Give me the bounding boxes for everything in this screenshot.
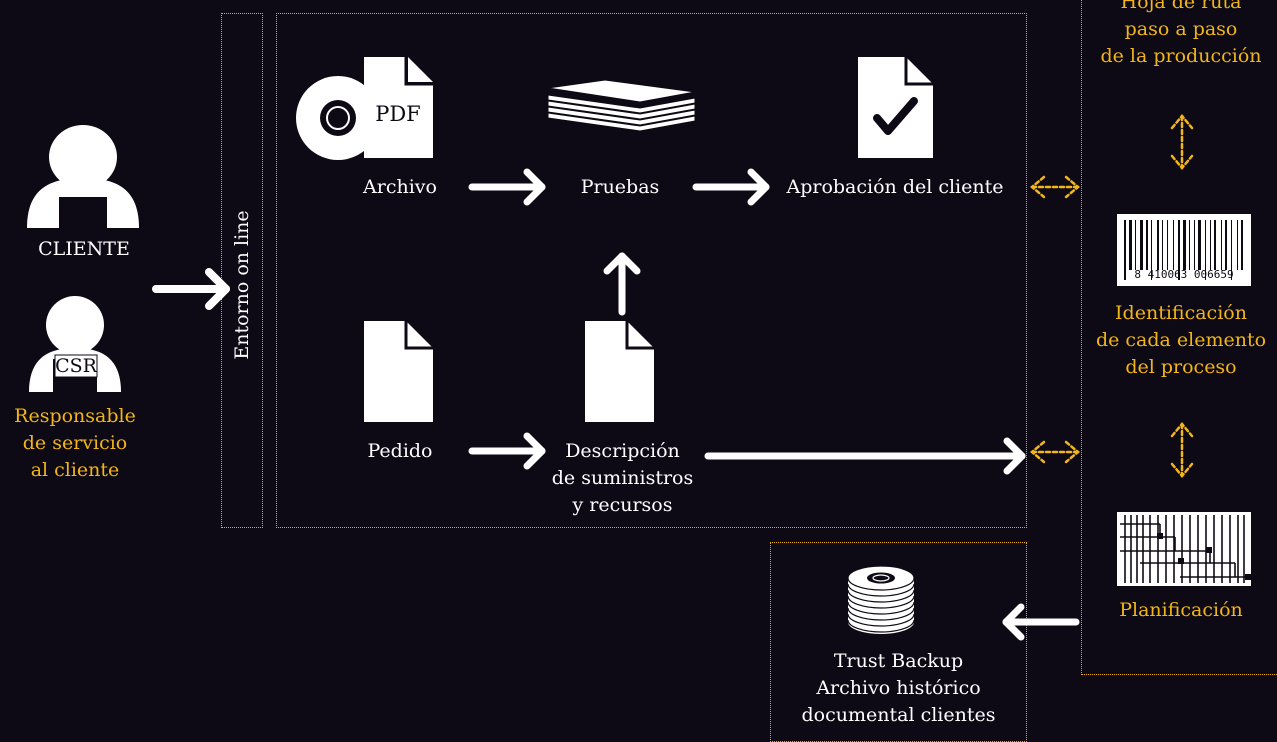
production-box (1081, 0, 1277, 675)
descripcion-document-icon (585, 321, 654, 422)
workflow-box (276, 13, 1027, 528)
arrow-pedido-to-descripcion (468, 432, 546, 470)
hoja-line-1: Hoja de ruta (1120, 0, 1242, 13)
identificacion-line-3: del proceso (1125, 356, 1237, 378)
link-description-production (1030, 440, 1080, 464)
csr-badge-label: CSR (55, 355, 97, 377)
pedido-document-icon (364, 321, 433, 422)
proofs-stack-icon (547, 79, 696, 132)
barcode-icon (1117, 214, 1251, 286)
cliente-label: CLIENTE (38, 238, 130, 260)
pruebas-label: Pruebas (580, 176, 660, 198)
pdf-text: PDF (375, 102, 421, 126)
hoja-line-2: paso a paso (1124, 18, 1238, 40)
arrow-archivo-to-pruebas (468, 168, 546, 206)
descripcion-line-1: Descripción (565, 440, 680, 462)
backup-line-1: Trust Backup (833, 650, 964, 672)
csr-description-line-1: Responsable (14, 405, 136, 427)
archivo-label: Archivo (363, 176, 437, 198)
link-approval-production (1030, 175, 1080, 199)
identificacion-line-2: de cada elemento (1095, 329, 1267, 351)
arrow-production-to-backup (1002, 603, 1080, 641)
aprobacion-label: Aprobación del cliente (786, 176, 1004, 198)
cliente-person-icon (27, 125, 139, 231)
planificacion-label: Planificación (1119, 599, 1243, 621)
link-hoja-identificacion (1170, 114, 1194, 170)
approval-document-icon (858, 57, 933, 158)
arrow-descripcion-to-pruebas (603, 252, 641, 316)
arrow-pruebas-to-aprobacion (692, 168, 770, 206)
hoja-line-3: de la producción (1100, 45, 1262, 67)
arrow-descripcion-to-production (704, 437, 1026, 475)
disc-icon (296, 76, 380, 160)
backup-line-2: Archivo histórico (816, 677, 981, 699)
backup-disc-stack-icon (847, 565, 915, 634)
online-environment-box (221, 13, 263, 528)
pedido-label: Pedido (367, 440, 433, 462)
backup-line-3: documental clientes (801, 704, 996, 726)
identificacion-line-1: Identificación (1115, 302, 1247, 324)
csr-description-line-2: de servicio (22, 432, 128, 454)
arrow-client-to-online (152, 268, 230, 310)
csr-badge-box (54, 354, 98, 378)
descripcion-line-2: de suministros (551, 467, 694, 489)
descripcion-line-3: y recursos (572, 494, 673, 516)
checkmark-icon (873, 97, 918, 135)
planning-chart-icon (1117, 512, 1251, 586)
barcode-number: 8 410063 006659 (1134, 268, 1234, 281)
csr-description-line-3: al cliente (30, 459, 120, 481)
link-identificacion-planificacion (1170, 422, 1194, 478)
